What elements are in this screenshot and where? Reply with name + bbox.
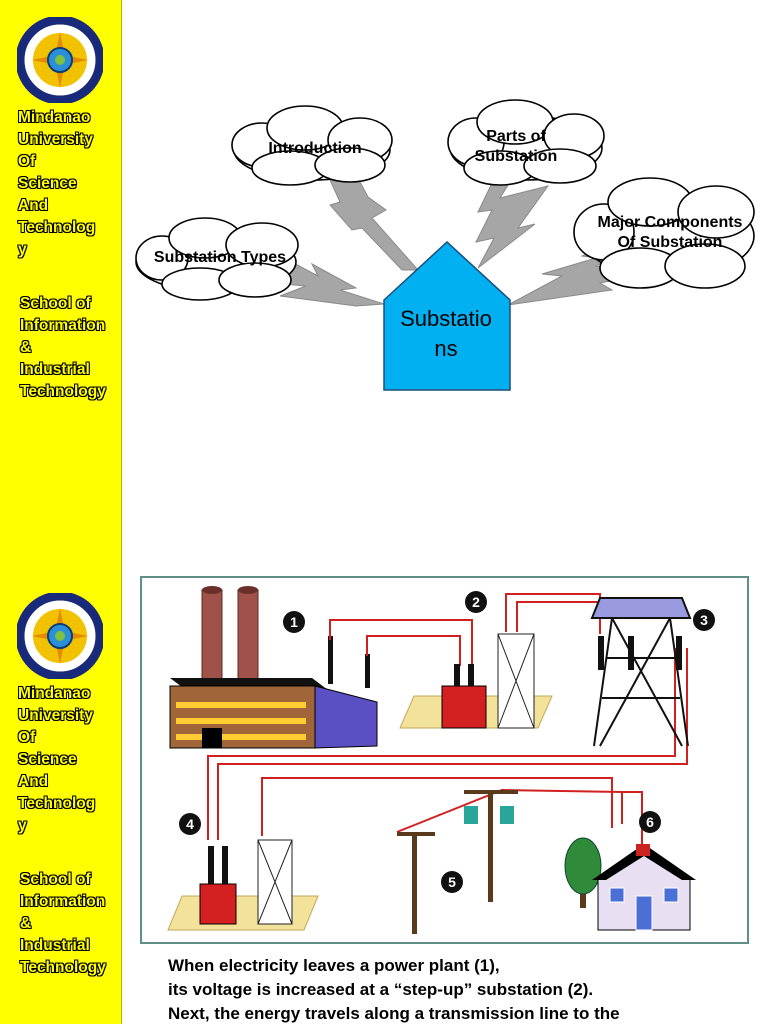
marker-6: 6 <box>639 811 661 833</box>
cloud-label-major: Major Components Of Substation <box>597 214 743 251</box>
marker-4-text: 4 <box>186 816 194 832</box>
cloud-label-introduction: Introduction <box>268 140 362 157</box>
power-grid-drawing: 1 2 3 4 5 6 <box>167 586 715 934</box>
substation-hub-shape <box>383 240 511 391</box>
slide-1: Mindanao University Of Science And Techn… <box>0 0 755 576</box>
marker-2: 2 <box>465 591 487 613</box>
marker-2-text: 2 <box>472 594 480 610</box>
marker-3-text: 3 <box>700 612 708 628</box>
sidebar: Mindanao University Of Science And Techn… <box>0 0 122 576</box>
marker-3: 3 <box>693 609 715 631</box>
house <box>592 844 696 931</box>
bolt-types <box>269 259 385 307</box>
substation-hub-label: Substatio ns <box>400 306 492 361</box>
university-seal-logo <box>17 17 103 103</box>
marker-1: 1 <box>283 611 305 633</box>
school-name: School of Information & Industrial Techn… <box>20 871 106 976</box>
cloud-introduction <box>231 105 393 186</box>
bolt-parts <box>475 181 550 269</box>
marker-6-text: 6 <box>646 814 654 830</box>
power-distribution-illustration: 1 2 3 4 5 6 <box>140 576 749 944</box>
cloud-types <box>135 217 299 301</box>
cloud-label-types: Substation Types <box>153 249 287 266</box>
slide-2: Mindanao University Of Science And Techn… <box>0 576 768 1024</box>
cloud-label-parts: Parts of Substation <box>474 128 558 165</box>
tree <box>564 837 602 908</box>
university-name: Mindanao University Of Science And Techn… <box>18 109 96 258</box>
marker-4: 4 <box>179 813 201 835</box>
sidebar: Mindanao University Of Science And Techn… <box>0 576 122 1024</box>
substation-mind-map <box>135 99 755 391</box>
cloud-parts <box>447 99 605 186</box>
power-plant <box>169 586 378 749</box>
marker-5: 5 <box>441 871 463 893</box>
step-down-substation <box>167 839 319 931</box>
school-name: School of Information & Industrial Techn… <box>20 295 106 400</box>
marker-5-text: 5 <box>448 874 456 890</box>
cloud-major <box>573 177 755 289</box>
distribution-poles <box>397 790 518 934</box>
university-name: Mindanao University Of Science And Techn… <box>18 685 96 834</box>
marker-1-text: 1 <box>290 614 298 630</box>
transmission-tower <box>590 597 692 747</box>
slide-caption: When electricity leaves a power plant (1… <box>168 956 620 1023</box>
bolt-introduction <box>329 177 420 271</box>
step-up-substation <box>399 633 553 729</box>
university-seal-logo <box>17 593 103 679</box>
